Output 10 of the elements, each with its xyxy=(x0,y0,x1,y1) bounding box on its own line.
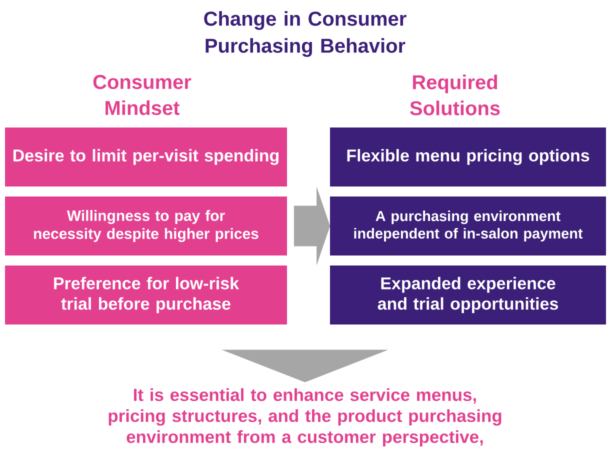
text-box: Desire to limit per-visit spending xyxy=(5,128,287,186)
text-box: Expanded experience and trial opportunities xyxy=(330,266,606,324)
conclusion-text: It is essential to enhance service menus, pricing structures, and the product purchasing environment from a customer perspective, xyxy=(108,388,502,447)
arrow xyxy=(294,188,330,264)
text-box: Willingness to pay for necessity despite higher prices xyxy=(5,196,287,256)
text-box: Preference for low-risk trial before purchase xyxy=(5,266,287,324)
text-box: A purchasing environment independent of in-salon payment xyxy=(330,196,606,256)
title: Change in Consumer Purchasing Behavior xyxy=(204,11,406,57)
text-box: Flexible menu pricing options xyxy=(330,128,606,186)
arrow xyxy=(222,350,388,382)
